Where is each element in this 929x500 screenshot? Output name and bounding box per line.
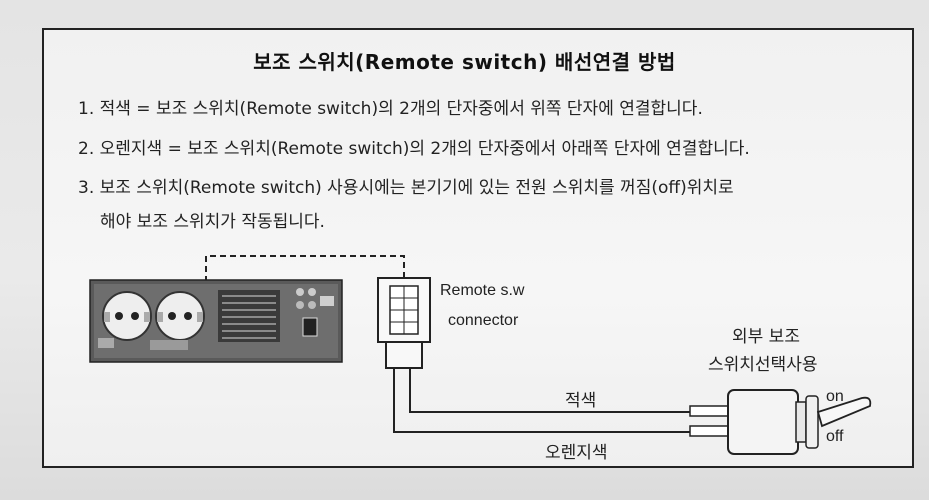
red-wire-label: 적색 <box>565 391 597 411</box>
indicator-light <box>308 301 316 309</box>
power-outlet-icon <box>102 291 152 341</box>
remote-port <box>320 296 334 306</box>
red-wire <box>409 368 694 413</box>
dashed-remote-link <box>205 255 405 282</box>
switch-on-label: on <box>826 388 844 405</box>
toggle-switch-icon <box>689 389 872 455</box>
wires <box>393 368 694 433</box>
instruction-3: 3. 보조 스위치(Remote switch) 사용시에는 본기기에 있는 전… <box>78 178 734 198</box>
external-switch-label-line1: 외부 보조 <box>732 327 800 347</box>
vent-grille <box>218 290 280 342</box>
switch-off-label: off <box>826 428 844 445</box>
power-outlet-icon <box>155 291 205 341</box>
indicator-light <box>308 288 316 296</box>
orange-wire-label: 오렌지색 <box>545 443 608 463</box>
page-title: 보조 스위치(Remote switch) 배선연결 방법 <box>253 50 676 74</box>
instruction-1: 1. 적색 = 보조 스위치(Remote switch)의 2개의 단자중에서… <box>78 99 703 119</box>
connector-label-line2: connector <box>448 312 519 329</box>
orange-wire <box>393 368 694 433</box>
external-switch-label-line2: 스위치선택사용 <box>708 355 818 375</box>
indicator-light <box>296 301 304 309</box>
power-switch-icon <box>302 317 318 337</box>
connector-label-line1: Remote s.w <box>440 282 525 299</box>
remote-connector-icon <box>377 277 431 369</box>
instruction-3-continued: 해야 보조 스위치가 작동됩니다. <box>100 212 325 232</box>
indicator-light <box>296 288 304 296</box>
instruction-2: 2. 오렌지색 = 보조 스위치(Remote switch)의 2개의 단자중… <box>78 139 750 159</box>
inverter-device <box>89 279 343 363</box>
